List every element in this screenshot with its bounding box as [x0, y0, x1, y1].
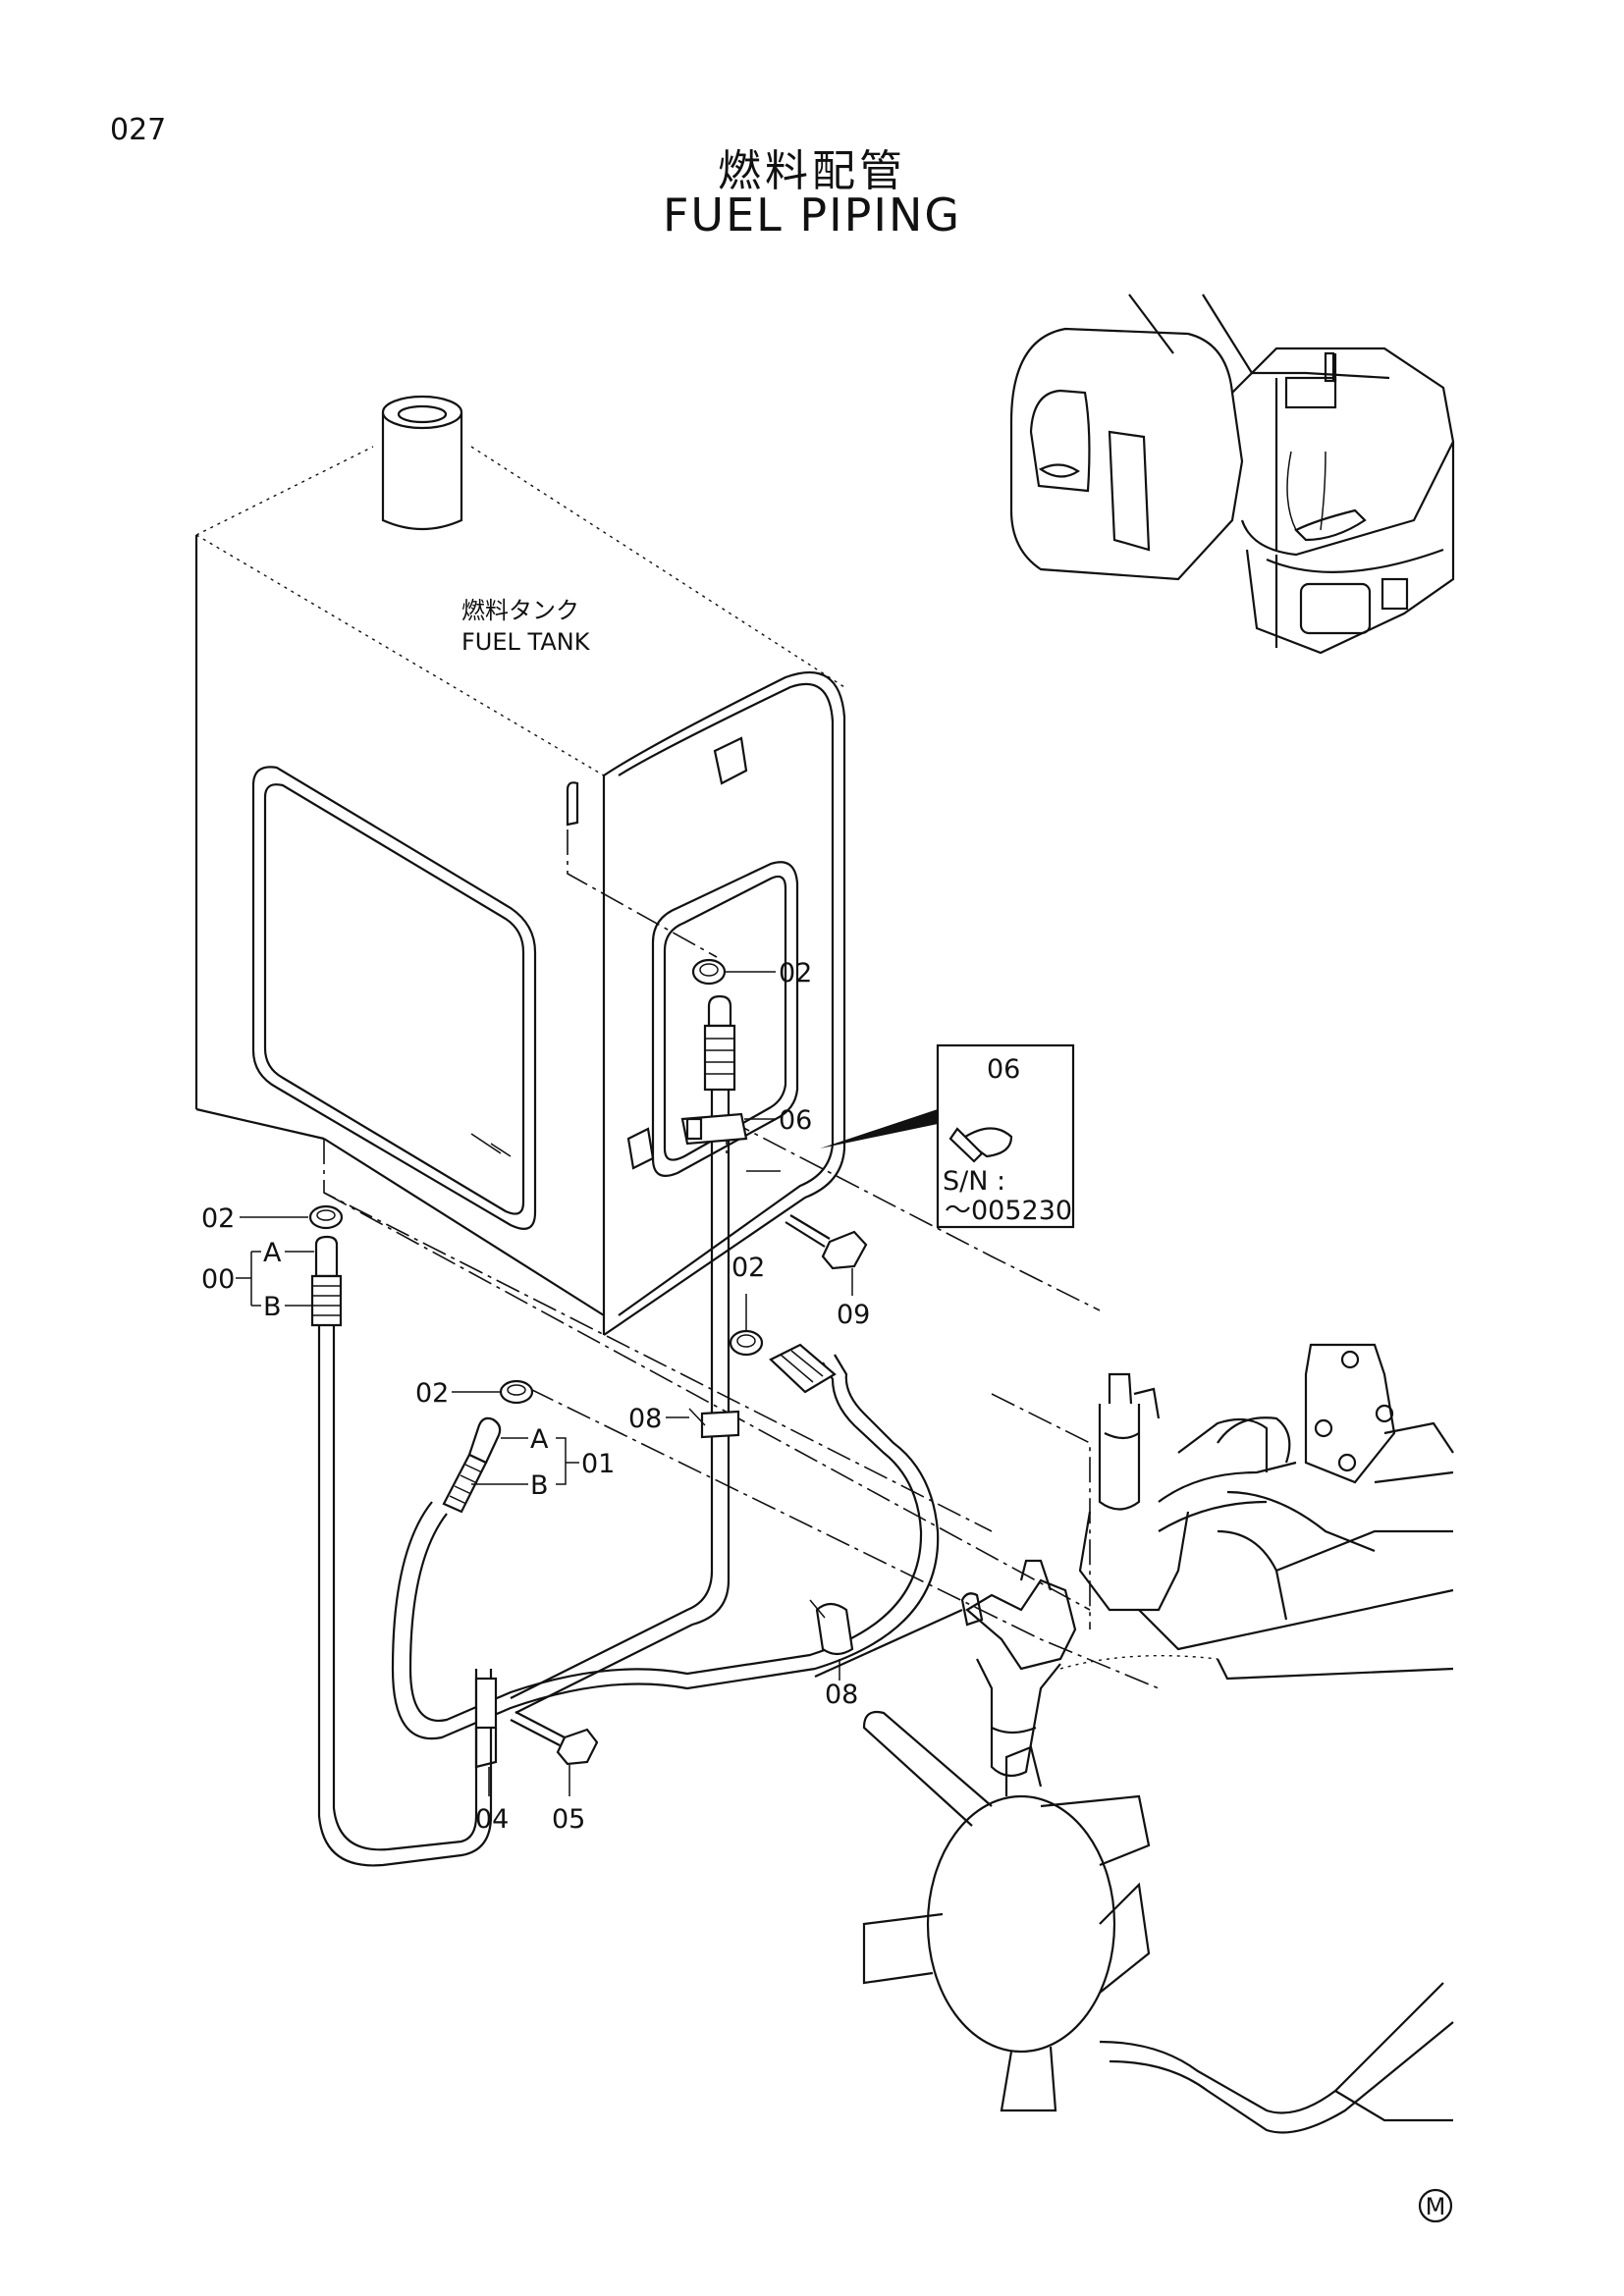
callout-08-upper: 08: [628, 1404, 662, 1434]
callout-00: 00: [201, 1264, 235, 1295]
callout-02-mid: 02: [731, 1253, 765, 1283]
engine-assembly: [862, 1343, 1454, 2134]
inset-serial-box: 06 S/N : ～005230: [820, 1043, 1075, 1229]
inset-callout-06: 06: [987, 1054, 1020, 1085]
callout-02-hose: 02: [415, 1378, 449, 1409]
callout-01-b: B: [530, 1470, 549, 1501]
machine-overview: [1009, 294, 1455, 655]
fittings: [308, 958, 868, 1769]
m-mark: M: [1418, 2188, 1453, 2223]
fuel-tank: 燃料タンク FUEL TANK: [194, 395, 846, 1336]
callout-01-a: A: [530, 1424, 549, 1455]
callout-08-lower: 08: [825, 1680, 858, 1710]
callout-05: 05: [552, 1804, 585, 1835]
hoses: [317, 1085, 963, 1867]
callout-02-tank: 02: [779, 958, 812, 988]
leader-lines: [323, 829, 1160, 1689]
callouts: 02 06 09 02 00 A B 02 02 08 A B: [201, 958, 870, 1835]
inset-sn-label: S/N :: [943, 1166, 1005, 1197]
page-number: 027: [110, 113, 167, 147]
callout-09: 09: [837, 1300, 870, 1330]
m-mark-letter: M: [1426, 2193, 1446, 2220]
title-english: FUEL PIPING: [662, 188, 962, 241]
callout-04: 04: [475, 1804, 509, 1835]
callout-00-a: A: [263, 1238, 282, 1268]
fuel-tank-label-jp: 燃料タンク: [461, 597, 579, 624]
callout-01: 01: [581, 1449, 615, 1479]
inset-sn-value: ～005230: [945, 1196, 1072, 1226]
title-japanese: 燃料配管: [718, 146, 906, 196]
callout-00-b: B: [263, 1292, 282, 1322]
fuel-tank-label-en: FUEL TANK: [461, 628, 591, 656]
callout-02-left: 02: [201, 1203, 235, 1234]
callout-06: 06: [779, 1105, 812, 1136]
